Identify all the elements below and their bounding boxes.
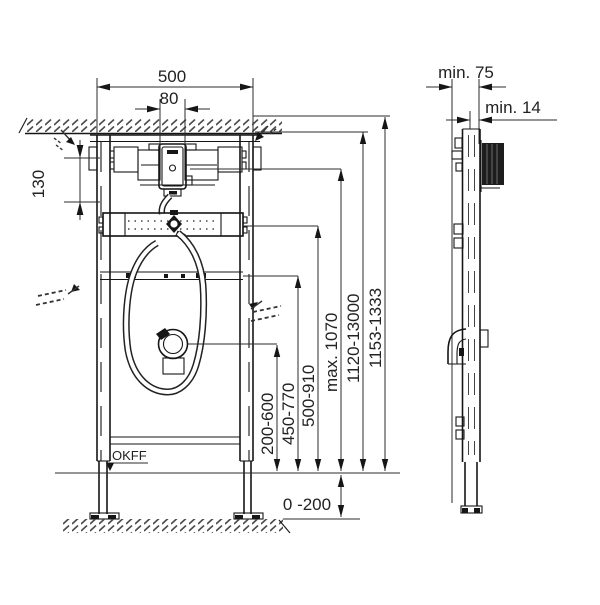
dim-frame-height-label: 1120-13000 xyxy=(344,294,363,384)
dim-width-500: 500 xyxy=(96,67,254,134)
wall-break-mark-right xyxy=(249,300,282,322)
anchor-block-right xyxy=(217,146,243,173)
flush-housing-box xyxy=(480,140,504,192)
flex-hose-loop xyxy=(122,230,208,396)
flush-valve-box xyxy=(158,143,187,197)
dim-min-depth-label: min. 75 xyxy=(438,63,494,82)
floor-lines xyxy=(55,472,400,534)
foot-right xyxy=(233,512,264,520)
side-profile xyxy=(447,128,504,514)
dim-floor-offset: 0 -200 xyxy=(283,475,345,517)
ceiling-hatch xyxy=(18,117,282,135)
side-view: min. 75 min. 14 xyxy=(426,63,557,514)
dim-supply-spacing-label: 80 xyxy=(160,89,179,108)
foot-left xyxy=(89,512,120,520)
water-supply-assembly xyxy=(109,143,247,197)
dim-supply-height-label: max. 1070 xyxy=(322,313,341,392)
dim-outlet-height-label: 200-600 xyxy=(258,393,277,455)
dim-rail-height-label: 500-910 xyxy=(299,365,318,427)
datum-label: OKFF xyxy=(112,448,147,463)
vertical-dimensions: 200-600 450-770 500-910 max. 1070 1120-1… xyxy=(188,115,390,471)
upper-mounting-rail xyxy=(98,210,248,240)
dim-supply-spacing-80: 80 xyxy=(135,89,210,148)
floor-hatch xyxy=(62,519,283,533)
front-view: OKFF 500 80 130 xyxy=(18,67,400,534)
anchor-symbol-left xyxy=(53,129,75,152)
datum-triangle-icon xyxy=(106,463,114,471)
dim-width-label: 500 xyxy=(158,67,186,86)
dim-total-height-label: 1153-1333 xyxy=(366,288,385,368)
dim-floor-offset-label: 0 -200 xyxy=(283,495,331,514)
dim-top-offset-130: 130 xyxy=(29,140,100,220)
dim-top-offset-label: 130 xyxy=(29,170,48,198)
dim-min-clearance-label: min. 14 xyxy=(485,98,541,117)
anchor-block-left xyxy=(113,146,139,173)
drain-elbow xyxy=(447,328,489,365)
dim-hose-connection-label: 450-770 xyxy=(279,383,298,445)
siphon-outlet xyxy=(156,328,189,375)
side-foot xyxy=(460,505,483,514)
dim-min-depth: min. 75 xyxy=(426,63,506,91)
flex-hose-upper xyxy=(158,193,173,215)
datum-okff: OKFF xyxy=(106,448,148,471)
wall-break-mark-left xyxy=(35,284,80,306)
dim-min-clearance: min. 14 xyxy=(446,98,557,124)
support-rail xyxy=(100,271,243,281)
